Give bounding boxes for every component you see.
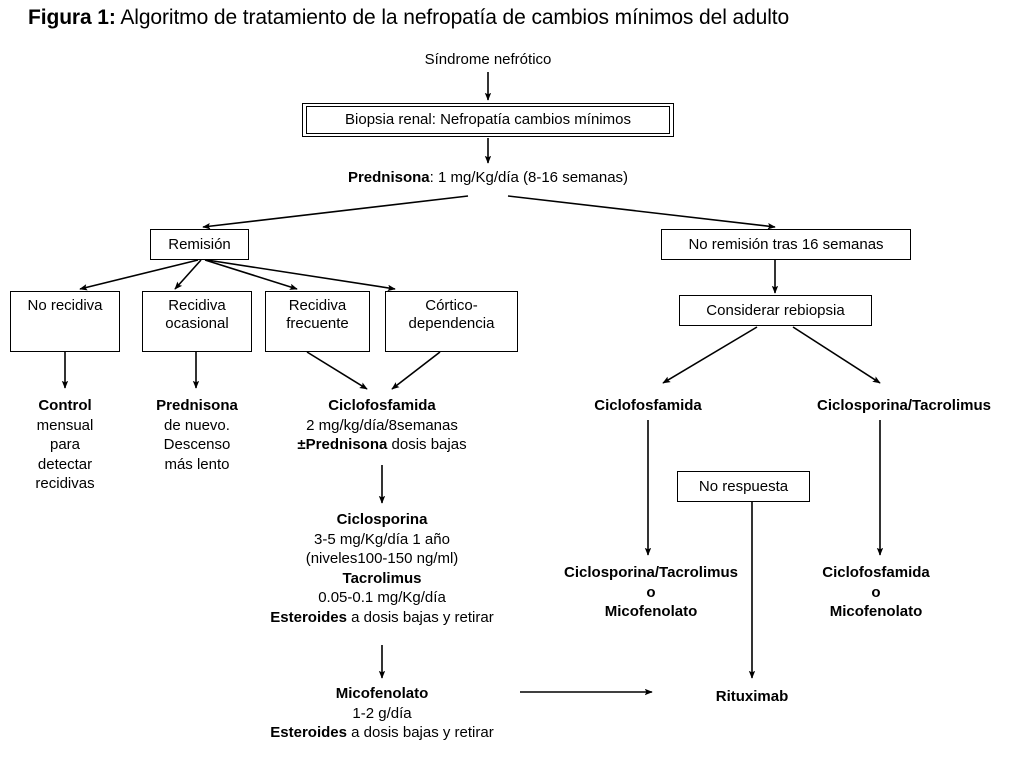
node-considerar-rebiopsia: Considerar rebiopsia [679, 295, 872, 326]
treatment-ciclosporina-centro-line6-rest: a dosis bajas y retirar [346, 608, 494, 626]
treatment-ciclosporina-centro-line5: 0.05-0.1 mg/Kg/día [318, 589, 446, 606]
node-considerar-rebiopsia-label: Considerar rebiopsia [706, 301, 845, 319]
treatment-control-line1: Control [38, 397, 92, 414]
node-no-recidiva: No recidiva [10, 291, 120, 352]
treatment-control-line4: detectar [37, 455, 93, 473]
treatment-ciclosporina-centro-line3: (niveles100-150 ng/ml) [305, 550, 459, 567]
figure-caption: Algoritmo de tratamiento de la nefropatí… [120, 6, 790, 29]
node-recidiva-frecuente-line1: Recidiva [288, 297, 347, 314]
treatment-micofenolato-centro: Micofenolato 1-2 g/día Esteroides a dosi… [270, 684, 493, 743]
treatment-ciclosporina-centro: Ciclosporina 3-5 mg/Kg/día 1 año (nivele… [270, 510, 493, 627]
treatment-ciclofosfamida-centro-line3-dose: dosis bajas [387, 436, 467, 453]
treatment-control-mensual: Control mensual para detectar recidivas [35, 396, 94, 494]
node-cortico-dependencia-line2: dependencia [408, 314, 495, 332]
treatment-micofenolato-centro-line1: Micofenolato [335, 685, 429, 702]
treatment-micofenolato-centro-line3: Esteroides a dosis bajas y retirar [270, 723, 493, 743]
treatment-rama-izq-final-line3: Micofenolato [604, 603, 698, 620]
treatment-prednisona-nuevo-line1: Prednisona [156, 397, 238, 414]
treatment-ciclosporina-tacrolimus-derecha: Ciclosporina/Tacrolimus [817, 397, 991, 414]
node-biopsia-renal-label: Biopsia renal: Nefropatía cambios mínimo… [345, 111, 631, 129]
treatment-ciclofosfamida-centro-line3: ±Prednisona dosis bajas [297, 435, 466, 455]
node-remision-label: Remisión [168, 235, 231, 253]
figure-label: Figura 1: [28, 6, 116, 29]
treatment-control-line3: para [49, 436, 81, 453]
treatment-prednisona-de-nuevo: Prednisona de nuevo. Descenso más lento [156, 396, 238, 474]
treatment-micofenolato-centro-line3-drug: Esteroides [270, 724, 347, 741]
node-recidiva-frecuente-text: Recidiva frecuente [286, 297, 349, 332]
node-cortico-dependencia-text: Córtico- dependencia [409, 297, 495, 332]
node-recidiva-frecuente: Recidiva frecuente [265, 291, 370, 352]
node-no-remision: No remisión tras 16 semanas [661, 229, 911, 260]
treatment-ciclofosfamida-centro: Ciclofosfamida 2 mg/kg/día/8semanas ±Pre… [297, 396, 466, 455]
treatment-micofenolato-centro-line3-rest: a dosis bajas y retirar [346, 724, 494, 741]
node-cortico-dependencia-line1: Córtico- [425, 297, 478, 314]
treatment-control-line2: mensual [36, 416, 94, 434]
node-prednisona-inicial-dose: : 1 mg/Kg/día (8-16 semanas) [429, 169, 629, 186]
treatment-ciclosporina-centro-line6: Esteroides a dosis bajas y retirar [270, 608, 493, 628]
treatment-micofenolato-centro-line2: 1-2 g/día [352, 704, 412, 722]
treatment-ciclosporina-centro-line6-drug: Esteroides [270, 608, 347, 626]
treatment-rama-der-final-line1: Ciclofosfamida [822, 564, 930, 581]
treatment-ciclofosfamida-centro-line3-drug: ±Prednisona [297, 436, 388, 453]
treatment-rama-izq-final: Ciclosporina/Tacrolimus o Micofenolato [564, 563, 738, 622]
node-cortico-dependencia: Córtico- dependencia [385, 291, 518, 352]
node-remision: Remisión [150, 229, 249, 260]
treatment-rama-der-final: Ciclofosfamida o Micofenolato [822, 563, 930, 622]
treatment-prednisona-nuevo-line4: más lento [164, 455, 230, 473]
node-recidiva-ocasional-line2: ocasional [165, 314, 229, 332]
node-recidiva-ocasional-line1: Recidiva [168, 297, 226, 314]
node-biopsia-renal: Biopsia renal: Nefropatía cambios mínimo… [302, 103, 674, 137]
node-no-respuesta-label: No respuesta [698, 477, 789, 495]
node-prednisona-inicial-drug: Prednisona [347, 169, 430, 186]
treatment-ciclosporina-centro-line2: 3-5 mg/Kg/día 1 año [314, 530, 450, 548]
treatment-ciclofosfamida-derecha: Ciclofosfamida [594, 397, 702, 414]
node-recidiva-ocasional-text: Recidiva ocasional [165, 297, 228, 332]
treatment-control-line5: recidivas [35, 475, 95, 492]
treatment-prednisona-nuevo-line3: Descenso [163, 436, 231, 453]
treatment-rama-izq-final-line2: o [646, 583, 656, 601]
node-no-recidiva-label: No recidiva [27, 297, 103, 314]
figure-title: Figura 1: Algoritmo de tratamiento de la… [28, 6, 789, 30]
treatment-prednisona-nuevo-line2: de nuevo. [164, 416, 230, 434]
node-no-remision-label: No remisión tras 16 semanas [688, 235, 884, 253]
treatment-rama-der-final-line2: o [871, 583, 881, 601]
node-recidiva-ocasional: Recidiva ocasional [142, 291, 252, 352]
treatment-rama-izq-final-line1: Ciclosporina/Tacrolimus [564, 564, 738, 581]
treatment-ciclofosfamida-centro-line2: 2 mg/kg/día/8semanas [306, 416, 458, 434]
node-prednisona-inicial: Prednisona: 1 mg/Kg/día (8-16 semanas) [348, 168, 628, 188]
node-recidiva-frecuente-line2: frecuente [286, 314, 349, 332]
treatment-ciclofosfamida-centro-line1: Ciclofosfamida [328, 397, 436, 414]
treatment-ciclosporina-centro-line1: Ciclosporina [336, 511, 428, 528]
treatment-ciclosporina-centro-line4: Tacrolimus [342, 569, 422, 587]
treatment-rituximab: Rituximab [715, 688, 789, 705]
node-sindrome-nefrotico: Síndrome nefrótico [424, 51, 552, 68]
node-biopsia-renal-inner: Biopsia renal: Nefropatía cambios mínimo… [306, 106, 670, 134]
node-no-respuesta: No respuesta [677, 471, 810, 502]
treatment-rama-der-final-line3: Micofenolato [829, 603, 923, 620]
